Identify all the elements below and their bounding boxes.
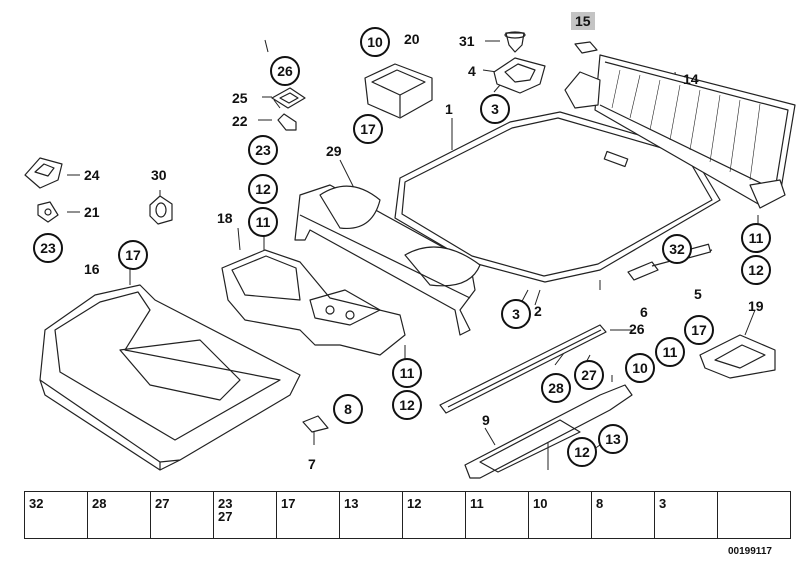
callout-12: 12 [741,255,771,285]
callout-11: 11 [248,207,278,237]
callout-17: 17 [684,315,714,345]
side-rails [439,324,633,479]
callout-23: 23 [33,233,63,263]
handle-tray [364,63,433,119]
legend-cell-32: 32 [24,491,88,539]
label-29: 29 [326,143,342,159]
callout-8: 8 [333,394,363,424]
legend-label: 28 [92,496,107,511]
callout-11: 11 [392,358,422,388]
floor-cover-panel [394,111,721,283]
legend-cell-23-27: 23 27 [213,491,277,539]
center-bracket [294,184,481,336]
callout-32: 32 [662,234,692,264]
small-clips [24,87,306,225]
label-6: 6 [640,304,648,320]
legend-cell-13: 13 [339,491,403,539]
callout-10: 10 [360,27,390,57]
legend-label: 8 [596,496,604,511]
label-15-shaded: 15 [571,12,595,30]
legend-cell-28: 28 [87,491,151,539]
legend-label: 27 [155,496,170,511]
label-19: 19 [748,298,764,314]
callout-11: 11 [655,337,685,367]
legend-cell-12: 12 [402,491,466,539]
legend-label: 11 [470,496,484,511]
callout-27: 27 [574,360,604,390]
callout-23: 23 [248,135,278,165]
callout-28: 28 [541,373,571,403]
label-26: 26 [629,321,645,337]
callout-17: 17 [353,114,383,144]
callout-12: 12 [248,174,278,204]
legend-cell-27: 27 [150,491,214,539]
label-20: 20 [404,31,420,47]
label-5: 5 [694,286,702,302]
label-16: 16 [84,261,100,277]
legend-label: 32 [29,496,44,511]
legend-cell-17: 17 [276,491,340,539]
callout-10: 10 [625,353,655,383]
legend-cell-arrow [717,491,791,539]
legend-cell-11: 11 [465,491,529,539]
callout-13: 13 [598,424,628,454]
label-14: 14 [683,71,699,87]
label-22: 22 [232,113,248,129]
storage-tub [221,249,406,356]
legend-label: 17 [281,496,296,511]
callout-26: 26 [270,56,300,86]
label-9: 9 [482,412,490,428]
legend-cell-3: 3 [654,491,718,539]
legend-label: 13 [344,496,359,511]
floor-tray [39,284,301,471]
label-21: 21 [84,204,100,220]
label-25: 25 [232,90,248,106]
label-24: 24 [84,167,100,183]
label-7: 7 [308,456,316,472]
legend-label: 10 [533,496,548,511]
top-small-parts [493,31,598,94]
diagram-number: 00199117 [728,546,772,557]
legend-label: 23 27 [218,496,233,524]
legend-label: 12 [407,496,422,511]
callout-3: 3 [480,94,510,124]
callout-12: 12 [567,437,597,467]
label-1: 1 [445,101,453,117]
callout-11: 11 [741,223,771,253]
small-bracket [302,415,329,433]
label-2: 2 [534,303,542,319]
side-bracket [699,334,776,379]
rear-panel [564,54,796,209]
legend-label: 3 [659,496,667,511]
label-31: 31 [459,33,475,49]
label-30: 30 [151,167,167,183]
callout-17: 17 [118,240,148,270]
callout-3: 3 [501,299,531,329]
legend-cell-8: 8 [591,491,655,539]
label-4: 4 [468,63,476,79]
label-18: 18 [217,210,233,226]
legend-cell-10: 10 [528,491,592,539]
callout-12: 12 [392,390,422,420]
